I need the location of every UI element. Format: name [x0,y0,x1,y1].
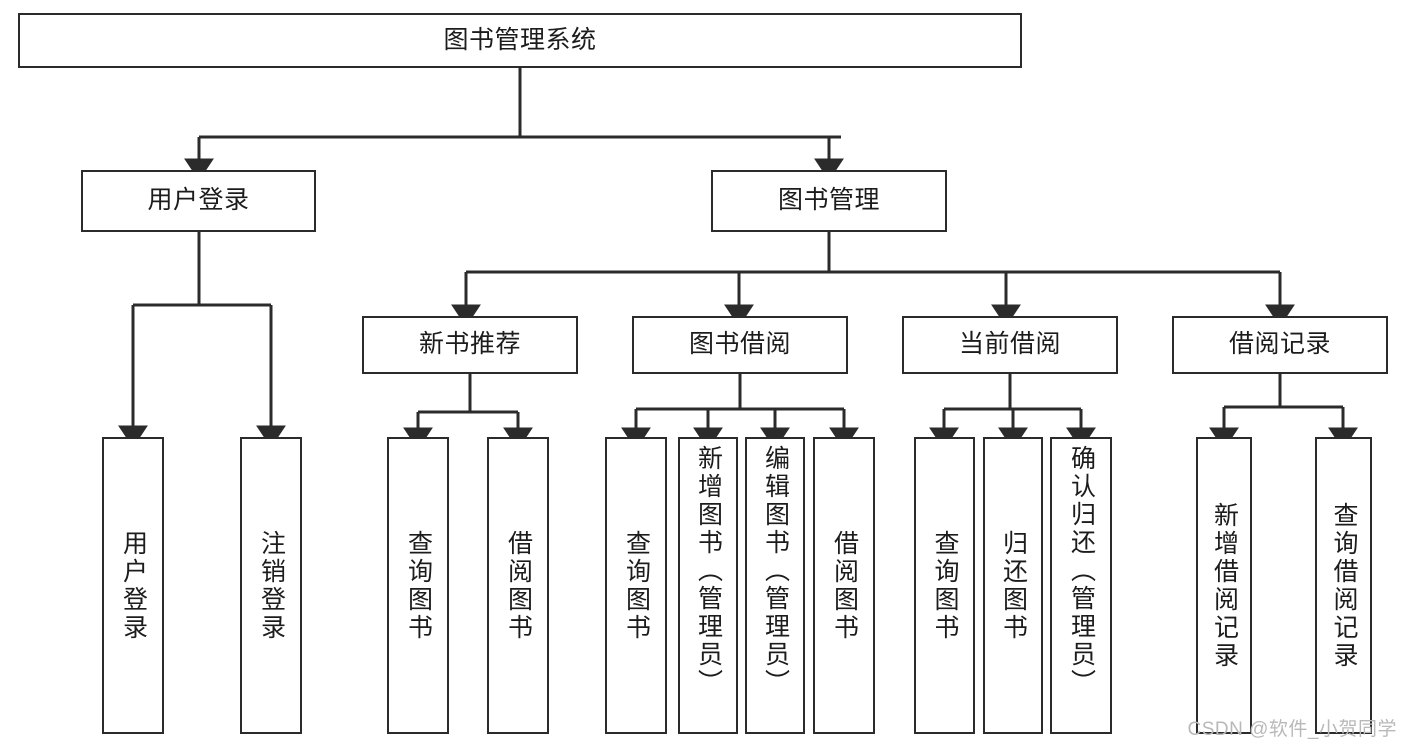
node-leaf-borrow-book-1[interactable]: 借阅图书 [487,437,549,734]
node-leaf-logout[interactable]: 注销登录 [240,437,302,734]
node-leaf-confirm-return-label: 确认归还（管理员） [1067,445,1096,697]
node-leaf-query-record-label: 查询借阅记录 [1330,501,1358,670]
node-leaf-return-book[interactable]: 归还图书 [983,437,1043,734]
node-book-manage-label: 图书管理 [777,186,880,215]
node-leaf-query-book-1-label: 查询图书 [404,529,433,642]
node-leaf-query-record[interactable]: 查询借阅记录 [1315,437,1372,734]
node-book-borrow[interactable]: 图书借阅 [632,316,848,374]
node-leaf-add-book[interactable]: 新增图书（管理员） [678,437,738,734]
node-new-book-recommend[interactable]: 新书推荐 [362,316,578,374]
node-book-borrow-label: 图书借阅 [688,330,791,359]
node-leaf-query-book-2[interactable]: 查询图书 [605,437,667,734]
node-current-borrow-label: 当前借阅 [958,330,1061,359]
node-leaf-add-record-label: 新增借阅记录 [1210,501,1239,670]
node-leaf-borrow-book-2-label: 借阅图书 [830,529,859,642]
node-leaf-add-record[interactable]: 新增借阅记录 [1196,437,1252,734]
node-leaf-user-login-label: 用户登录 [119,529,148,642]
node-book-manage[interactable]: 图书管理 [711,170,947,232]
node-leaf-edit-book[interactable]: 编辑图书（管理员） [745,437,805,734]
node-current-borrow[interactable]: 当前借阅 [902,316,1118,374]
node-root-label: 图书管理系统 [443,25,597,54]
node-user-login[interactable]: 用户登录 [81,170,316,232]
node-leaf-logout-label: 注销登录 [257,529,286,642]
csdn-watermark: CSDN @软件_小贺同学 [1187,719,1397,740]
node-leaf-query-book-1[interactable]: 查询图书 [387,437,449,734]
node-leaf-borrow-book-2[interactable]: 借阅图书 [813,437,875,734]
node-leaf-user-login[interactable]: 用户登录 [102,437,164,734]
node-leaf-confirm-return[interactable]: 确认归还（管理员） [1050,437,1112,734]
node-leaf-borrow-book-1-label: 借阅图书 [504,529,533,642]
node-leaf-query-book-2-label: 查询图书 [622,529,651,642]
node-leaf-query-book-3[interactable]: 查询图书 [914,437,975,734]
node-leaf-edit-book-label: 编辑图书（管理员） [761,445,790,697]
node-user-login-label: 用户登录 [147,186,250,215]
node-leaf-add-book-label: 新增图书（管理员） [694,445,723,697]
node-leaf-return-book-label: 归还图书 [999,529,1028,642]
node-new-book-recommend-label: 新书推荐 [418,330,521,359]
node-borrow-record-label: 借阅记录 [1228,330,1331,359]
node-leaf-query-book-3-label: 查询图书 [931,529,959,642]
node-root[interactable]: 图书管理系统 [18,13,1022,68]
node-borrow-record[interactable]: 借阅记录 [1172,316,1388,374]
